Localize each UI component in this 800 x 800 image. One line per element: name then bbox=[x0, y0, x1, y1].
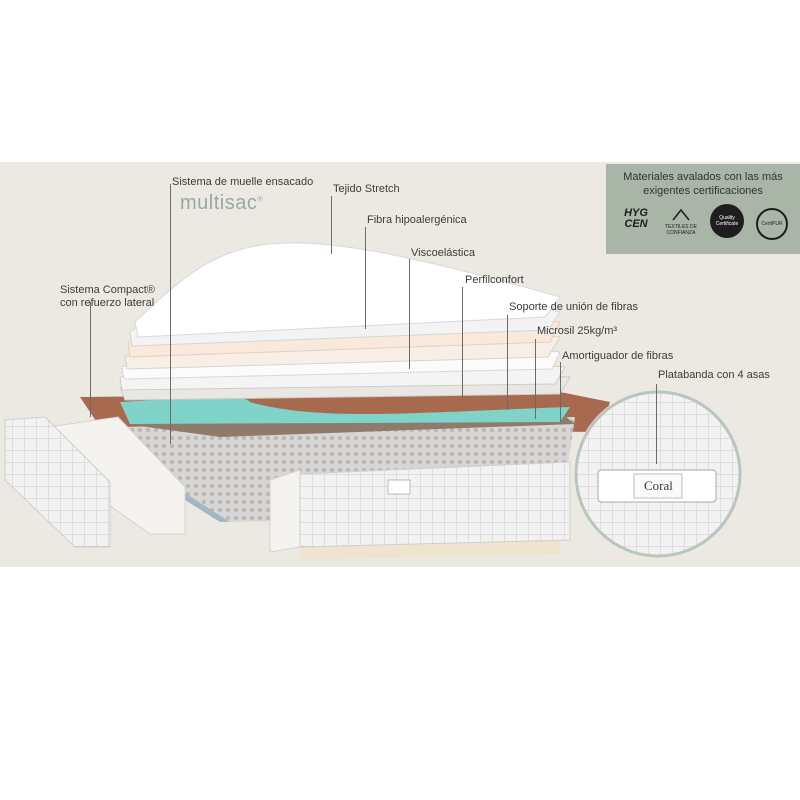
certifications-box: Materiales avalados con las más exigente… bbox=[606, 164, 800, 254]
label-microsil: Microsil 25kg/m³ bbox=[537, 325, 618, 337]
leader-fibra bbox=[365, 227, 366, 329]
leader-tejido bbox=[331, 196, 332, 254]
label-tejido: Tejido Stretch bbox=[333, 183, 400, 195]
cert-quality-icon: Quality Certificate bbox=[710, 204, 744, 238]
layer-tejido bbox=[134, 242, 561, 338]
leader-visco bbox=[409, 259, 410, 369]
label-amortiguador: Amortiguador de fibras bbox=[562, 350, 674, 362]
label-fibra: Fibra hipoalergénica bbox=[367, 214, 467, 226]
multisac-brand: multisac® bbox=[180, 192, 264, 214]
cert-textiles-icon: TEXTILES DE CONFIANZA bbox=[658, 208, 704, 238]
label-soporte: Soporte de unión de fibras bbox=[509, 301, 639, 313]
compact-foam-front bbox=[269, 469, 301, 553]
product-diagram-panel: Coral Sistema de muelle ensacado multisa… bbox=[0, 162, 800, 567]
cert-hygcen-icon: HYG CEN bbox=[624, 207, 648, 230]
label-plataband: Platabanda con 4 asas bbox=[658, 369, 770, 381]
label-compact-1: Sistema Compact® bbox=[60, 284, 155, 296]
cert-certipur-icon: CertiPUR bbox=[756, 208, 788, 240]
label-compact-2: con refuerzo lateral bbox=[60, 297, 155, 309]
label-visco: Viscoelástica bbox=[411, 247, 475, 259]
side-panel-left bbox=[4, 416, 111, 548]
handle-label: Coral bbox=[644, 478, 673, 493]
leader-perfil bbox=[462, 287, 463, 397]
mattress-illustration bbox=[4, 242, 742, 560]
leader-soporte bbox=[507, 315, 508, 410]
leader-microsil bbox=[535, 339, 536, 419]
leader-amortiguador bbox=[560, 362, 561, 422]
label-perfil: Perfilconfort bbox=[465, 274, 524, 286]
leader-compact bbox=[90, 302, 91, 417]
leader-plataband bbox=[656, 384, 657, 464]
visco-layer bbox=[120, 396, 570, 424]
label-muelle: Sistema de muelle ensacado bbox=[172, 176, 314, 188]
side-panel-front bbox=[299, 461, 571, 548]
magnifier-circle bbox=[574, 390, 742, 558]
leader-muelle bbox=[170, 184, 171, 444]
certifications-title: Materiales avalados con las más exigente… bbox=[623, 171, 783, 197]
